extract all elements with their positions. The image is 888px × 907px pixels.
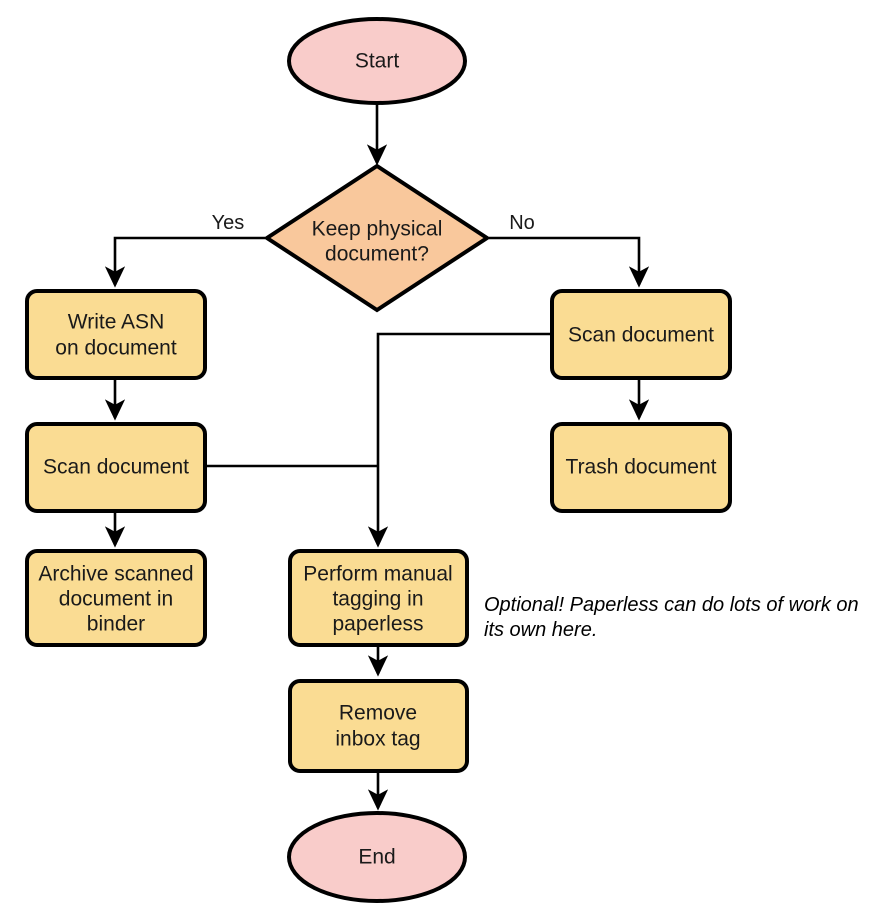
node-end-label: End	[358, 846, 395, 869]
edge-keep-to-scan-right: No	[489, 212, 650, 288]
annotation-optional-note: Optional! Paperless can do lots of work …	[484, 594, 859, 641]
node-start-label: Start	[355, 50, 400, 73]
archive-box	[25, 549, 207, 647]
annotation-line-2: its own here.	[484, 619, 597, 641]
node-write-asn-label-line1: Write ASN	[68, 311, 164, 334]
edge-label-yes: Yes	[212, 212, 245, 234]
node-scan-right-label: Scan document	[568, 324, 714, 347]
node-tagging-label-line3: paperless	[332, 613, 423, 636]
node-inbox-label-line2: inbox tag	[335, 728, 420, 751]
node-keep-physical-document[interactable]: Keep physical document?	[263, 163, 491, 313]
node-archive-label-line2: document in	[59, 588, 173, 611]
node-tagging-label-line1: Perform manual	[303, 563, 452, 586]
node-inbox-label-line1: Remove	[339, 702, 417, 725]
node-end[interactable]: End	[287, 811, 467, 903]
end-ellipse	[287, 811, 467, 903]
edge-scan-right-to-tagging	[367, 332, 552, 548]
remove-inbox-tag-box	[288, 679, 469, 773]
node-trash-label: Trash document	[566, 456, 717, 479]
node-perform-manual-tagging[interactable]: Perform manual tagging in paperless	[288, 549, 469, 647]
node-write-asn-label-line2: on document	[55, 337, 177, 360]
edge-label-no: No	[509, 212, 535, 234]
edge-keep-to-write-asn: Yes	[104, 212, 265, 288]
node-tagging-label-line2: tagging in	[332, 588, 423, 611]
decision-diamond	[263, 163, 491, 313]
node-write-asn[interactable]: Write ASN on document	[25, 289, 207, 380]
scan-document-left-box	[25, 422, 207, 513]
node-archive-label-line1: Archive scanned	[38, 563, 193, 586]
node-trash-document[interactable]: Trash document	[550, 422, 732, 513]
scan-document-right-box	[550, 289, 732, 380]
node-keep-label-line1: Keep physical	[312, 218, 443, 241]
node-scan-document-left[interactable]: Scan document	[25, 422, 207, 513]
node-archive-label-line3: binder	[87, 613, 145, 636]
tagging-box	[288, 549, 469, 647]
node-scan-left-label: Scan document	[43, 456, 189, 479]
node-keep-label-line2: document?	[325, 243, 429, 266]
annotation-line-1: Optional! Paperless can do lots of work …	[484, 594, 859, 616]
start-ellipse	[287, 17, 467, 105]
write-asn-box	[25, 289, 207, 380]
node-start[interactable]: Start	[287, 17, 467, 105]
node-remove-inbox-tag[interactable]: Remove inbox tag	[288, 679, 469, 773]
node-archive-scanned-document[interactable]: Archive scanned document in binder	[25, 549, 207, 647]
node-scan-document-right[interactable]: Scan document	[550, 289, 732, 380]
trash-document-box	[550, 422, 732, 513]
